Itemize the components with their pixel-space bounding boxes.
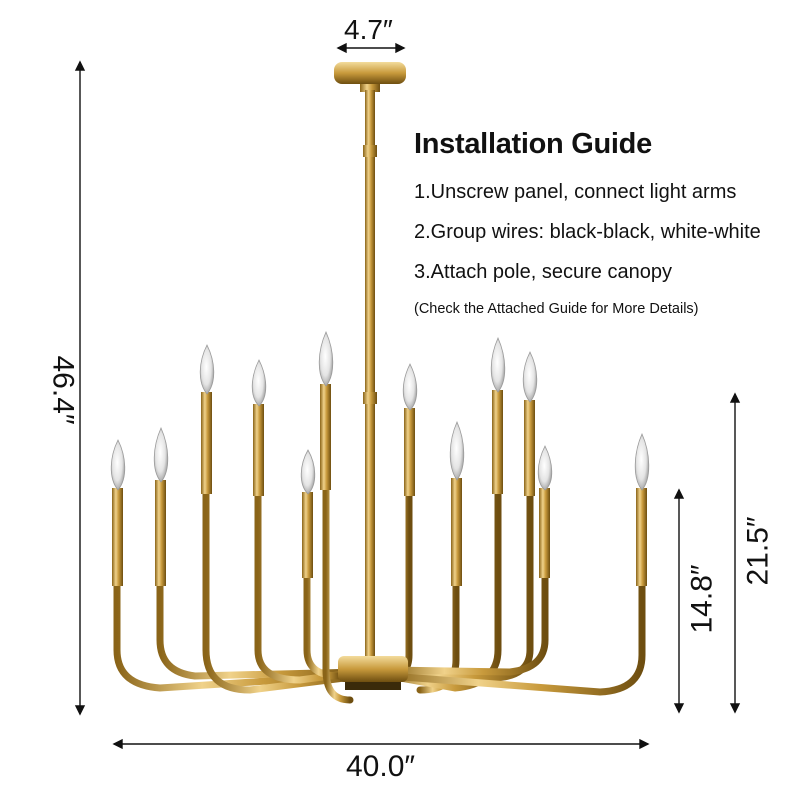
body-height-label: 21.5″ [741, 516, 775, 586]
guide-step-1: 1.Unscrew panel, connect light arms [414, 181, 737, 203]
guide-step-3: 3.Attach pole, secure canopy [414, 261, 672, 283]
canopy-width-label: 4.7″ [344, 14, 393, 45]
candle-tubes [112, 384, 647, 586]
down-rod [363, 90, 377, 665]
total-height-label: 46.4″ [46, 355, 80, 425]
candle-bulbs [110, 331, 650, 495]
chandelier-arms [113, 476, 646, 704]
canopy [334, 62, 406, 92]
guide-title: Installation Guide [414, 128, 652, 160]
guide-step-2: 2.Group wires: black-black, white-white [414, 221, 761, 243]
width-label: 40.0″ [346, 750, 416, 783]
installation-guide: Installation Guide 1.Unscrew panel, conn… [414, 126, 761, 326]
arm-height-label: 14.8″ [685, 564, 719, 634]
central-hub [338, 656, 408, 690]
guide-note: (Check the Attached Guide for More Detai… [414, 301, 699, 317]
dimension-lines [74, 42, 741, 750]
